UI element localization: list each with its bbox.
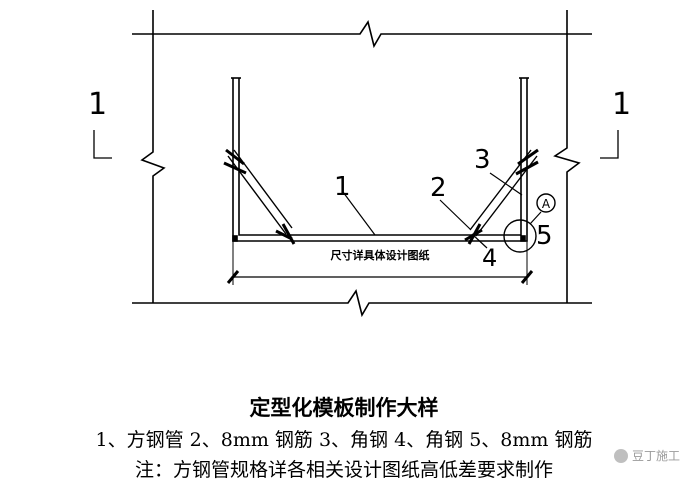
detail-mark-leader [529, 211, 542, 225]
figure-note: 注：方钢管规格详各相关设计图纸高低差要求制作 [134, 459, 553, 481]
weld-tick [225, 148, 245, 166]
detail-mark-label: A [542, 197, 551, 211]
dimension-tick-right [520, 270, 534, 284]
weld-tick [281, 223, 296, 245]
slab-top-edge [132, 20, 592, 49]
watermark-text: 豆丁施工 [631, 449, 680, 463]
weld-tick [515, 160, 539, 176]
watermark: 豆丁施工 [613, 447, 680, 464]
slab-bottom-edge [132, 289, 592, 318]
slab-right-edge [553, 10, 581, 303]
detail-circle-5 [503, 219, 537, 253]
callout-5: 5 [536, 221, 553, 251]
leader-3 [489, 172, 523, 196]
figure-title: 定型化模板制作大样 [249, 396, 439, 420]
section-label-left: 1 [88, 87, 107, 122]
formwork-detail-drawing: 1 1 1 2 3 4 5 A 尺寸详具体设计图纸 [88, 10, 631, 318]
weld-tick [223, 161, 247, 175]
detail-mark-circle [536, 193, 556, 213]
weld-tick [517, 148, 539, 166]
frame-foot-right [520, 235, 526, 242]
angle-brace-left [227, 149, 293, 235]
leader-4 [471, 233, 488, 249]
section-label-right: 1 [612, 87, 631, 122]
section-mark-right [600, 130, 619, 159]
leader-1 [342, 191, 376, 236]
frame-foot-left [232, 235, 238, 242]
figure-legend: 1、方钢管 2、8mm 钢筋 3、角钢 4、角钢 5、8mm 钢筋 [95, 429, 593, 451]
callout-3: 3 [474, 145, 491, 175]
callout-2: 2 [430, 173, 447, 203]
slab-left-edge [140, 10, 166, 303]
dimension-tick-left [226, 270, 240, 284]
callout-1: 1 [334, 172, 351, 202]
dimension-note: 尺寸详具体设计图纸 [331, 248, 430, 262]
watermark-logo-icon [613, 448, 628, 463]
callout-4: 4 [482, 244, 497, 272]
section-mark-left [93, 130, 112, 159]
leader-2 [439, 199, 471, 230]
weld-tick [467, 223, 482, 245]
